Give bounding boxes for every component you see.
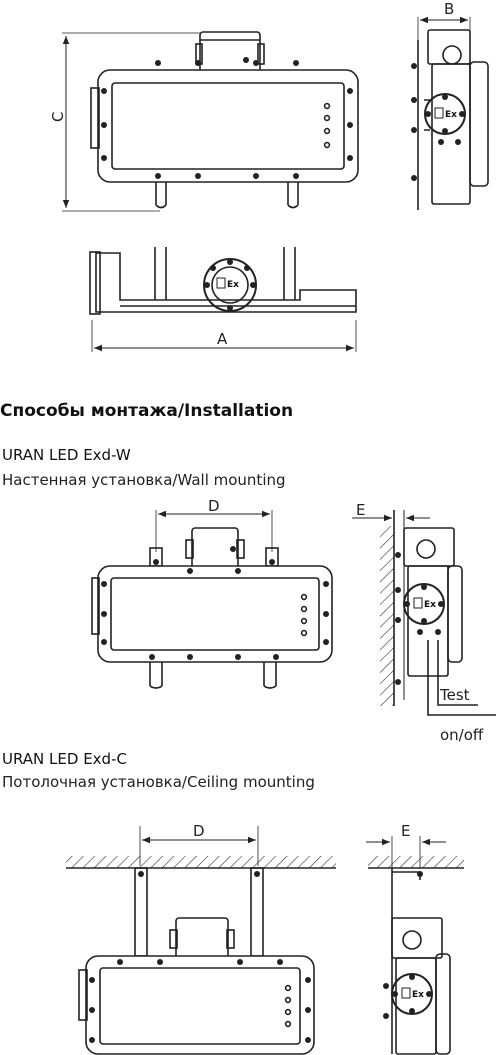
dimension-d-ceiling: D (193, 822, 205, 840)
ceiling-front-view (66, 826, 336, 1055)
ceiling-model: URAN LED Exd-C (2, 750, 127, 768)
ex-logo-icon-4 (401, 987, 411, 999)
label-test: Test (439, 686, 470, 704)
ceiling-caption: Потолочная установка/Ceiling mounting (2, 773, 315, 791)
ex-logo-icon-2 (216, 277, 226, 289)
dimension-b: B (444, 0, 454, 18)
screws-bottom-top (204, 259, 256, 311)
dimension-c: C (49, 112, 67, 122)
wall-side-view (352, 510, 496, 716)
dimension-d-wall: D (208, 497, 220, 515)
ex-mark-4: Ex (412, 990, 424, 1000)
ex-logo-icon-3 (413, 597, 423, 609)
ex-mark: Ex (445, 110, 457, 120)
dimension-e-ceiling: E (401, 822, 410, 840)
screws-top (101, 57, 353, 179)
ex-mark-2: Ex (227, 280, 239, 290)
ceiling-hatch (66, 856, 336, 868)
screws-side-top (411, 63, 465, 181)
section-title: Способы монтажа/Installation (0, 401, 293, 421)
dimension-e-wall: E (356, 501, 365, 519)
wall-model: URAN LED Exd-W (2, 446, 131, 464)
screws-wall-front (101, 546, 329, 660)
ceiling-side-hatch (368, 856, 464, 868)
dimension-a: A (217, 330, 228, 348)
wall-front-view (91, 510, 333, 689)
ceiling-side-view (366, 836, 464, 1055)
ex-mark-3: Ex (424, 600, 436, 610)
label-onoff: on/off (440, 726, 484, 744)
wall-caption: Настенная установка/Wall mounting (2, 471, 286, 489)
wall-hatch (380, 526, 394, 706)
front-view-top (62, 31, 359, 212)
ex-logo-icon (434, 107, 444, 119)
